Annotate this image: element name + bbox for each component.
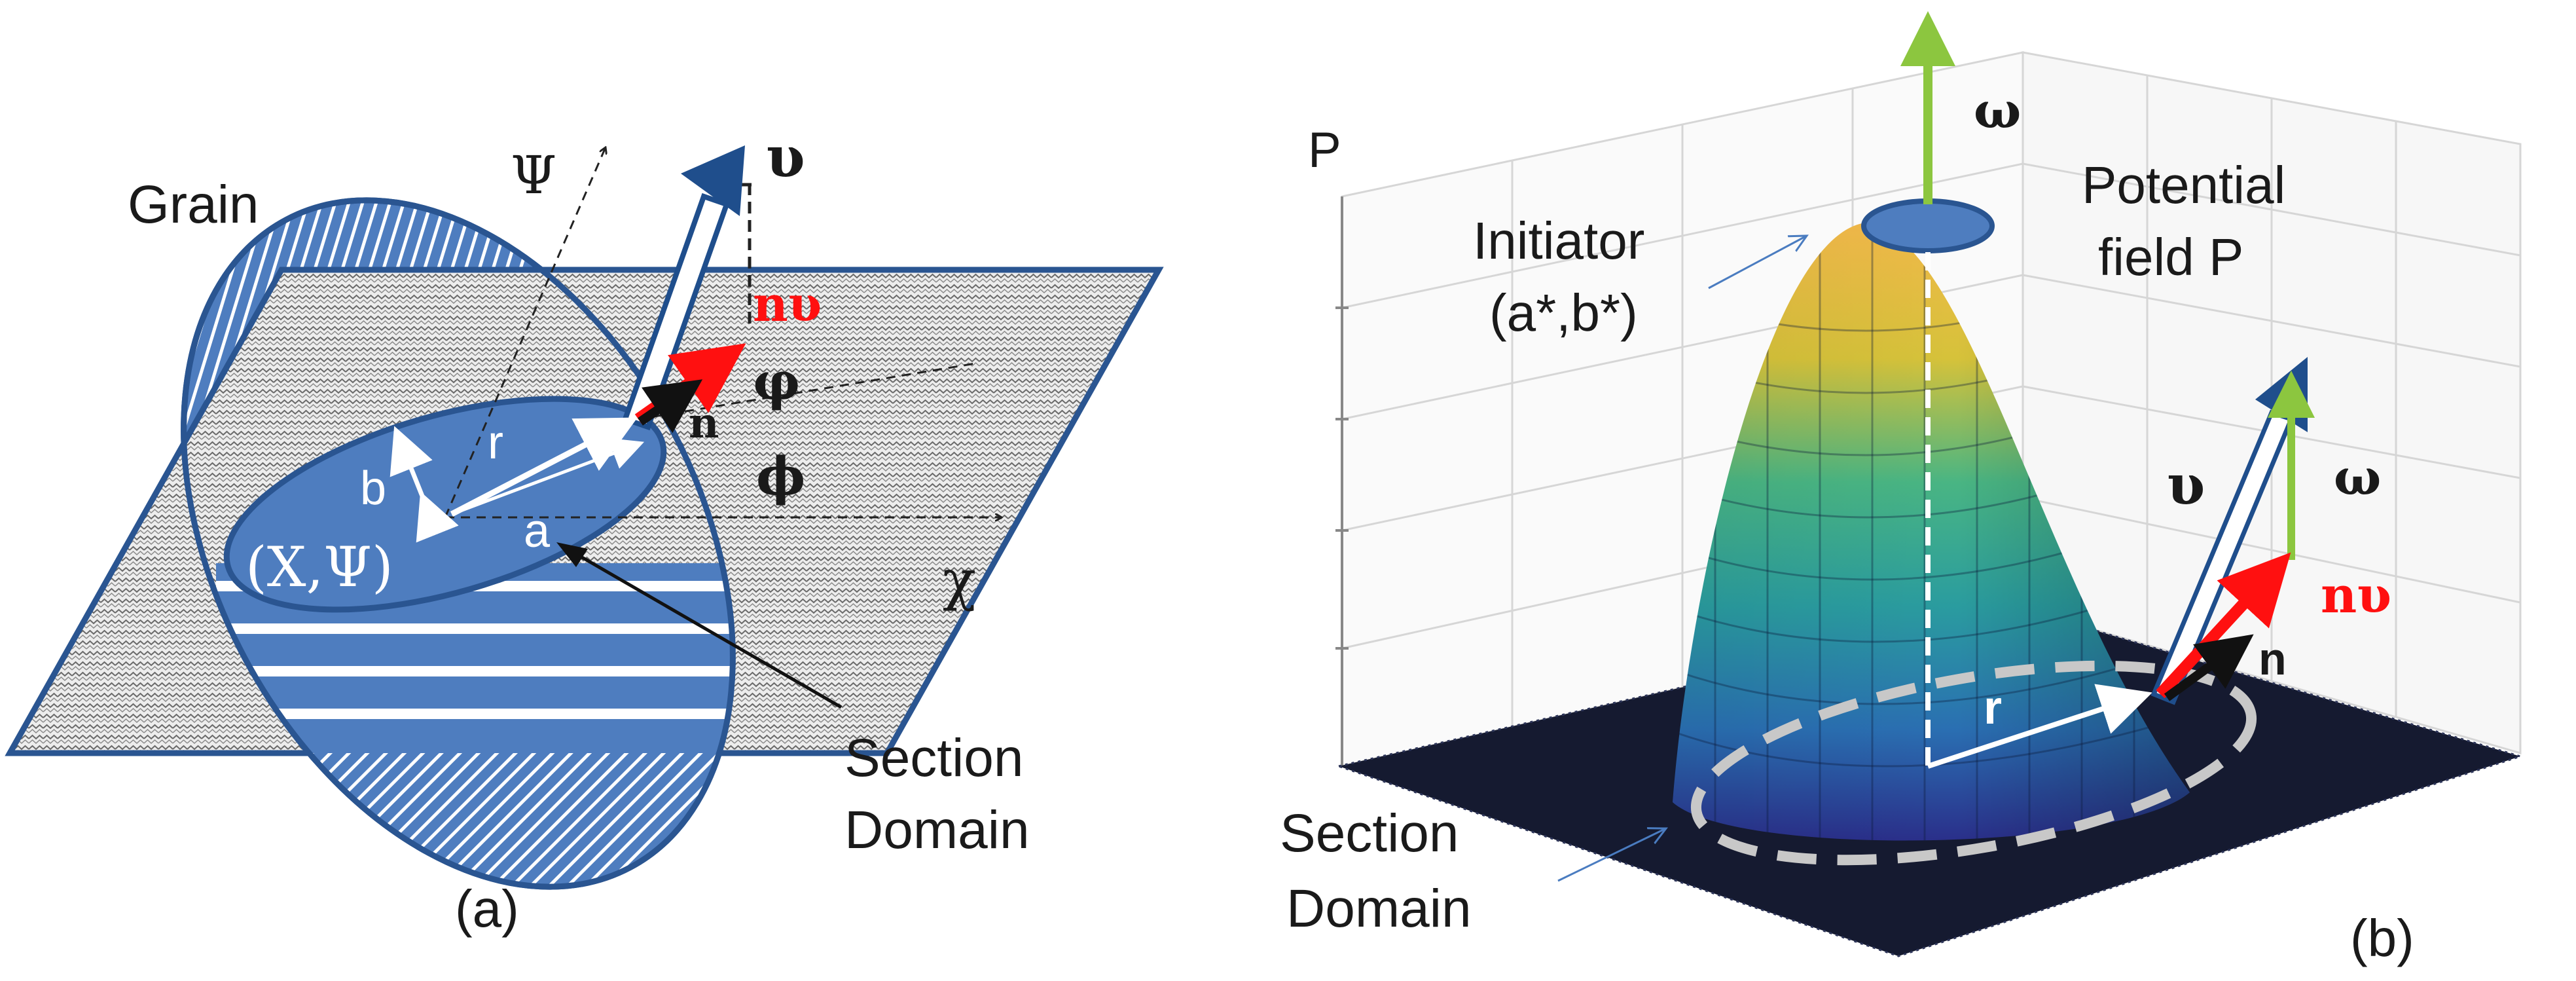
n-upsilon-label: nυ xyxy=(753,276,822,333)
r-label: r xyxy=(488,416,503,469)
section-domain-label-b-line1: Section xyxy=(1280,804,1459,863)
r-vector xyxy=(450,417,638,517)
a-label: a xyxy=(524,505,551,557)
section-domain-label-b-line2: Domain xyxy=(1286,879,1472,938)
r-label-b: r xyxy=(1984,682,2002,734)
initiator-ellipse xyxy=(1861,198,1995,253)
b-label: b xyxy=(360,462,386,515)
b-vector xyxy=(390,426,459,543)
panel-a: Grain Ψ υ nυ φ n ϕ χ r b a (X,Ψ) Section… xyxy=(5,124,1164,938)
initiator-label-line2: (a*,b*) xyxy=(1489,284,1638,342)
potential-label-line2: field P xyxy=(2098,228,2243,286)
p-axis-label: P xyxy=(1308,122,1341,178)
panel-b: P ω Initiator (a*,b*) Potential field P … xyxy=(1280,11,2524,967)
grain-label: Grain xyxy=(128,175,259,234)
psi-axis-label: Ψ xyxy=(511,145,556,206)
n-upsilon-arrow-b xyxy=(2156,552,2291,699)
phi-small-label: φ xyxy=(753,350,800,412)
psi-axis xyxy=(444,147,606,518)
potential-surface xyxy=(1673,223,2190,841)
section-domain-dashed xyxy=(1690,660,2257,866)
r-vector-b xyxy=(1927,684,2152,769)
p-axis-ticks xyxy=(1335,196,1349,766)
potential-label-line1: Potential xyxy=(2082,156,2285,214)
n-arrow-b xyxy=(2164,634,2254,701)
upsilon-arrow xyxy=(621,145,745,431)
upsilon-label-b: υ xyxy=(2167,453,2205,517)
center-label: (X,Ψ) xyxy=(245,535,393,599)
n-label-b: n xyxy=(2259,633,2287,684)
a-vector xyxy=(451,437,645,516)
section-domain-pointer-b xyxy=(1557,828,1666,882)
initiator-pointer xyxy=(1708,236,1807,289)
section-domain-label-line1: Section xyxy=(844,728,1024,788)
omega-top-label: ω xyxy=(1974,81,2021,139)
phi-label: ϕ xyxy=(756,445,805,507)
omega-side-label: ω xyxy=(2334,448,2381,506)
upsilon-label: υ xyxy=(766,124,805,191)
caption-a: (a) xyxy=(455,879,519,938)
caption-b: (b) xyxy=(2350,909,2414,967)
n-label: n xyxy=(689,399,719,448)
chi-axis-label: χ xyxy=(943,548,976,612)
phi-reference-line xyxy=(638,362,976,420)
section-domain-label-line2: Domain xyxy=(844,800,1030,860)
initiator-label-line1: Initiator xyxy=(1473,212,1644,270)
section-domain-pointer xyxy=(568,548,843,709)
n-upsilon-label-b: nυ xyxy=(2321,566,2391,624)
n-arrow xyxy=(638,379,703,434)
